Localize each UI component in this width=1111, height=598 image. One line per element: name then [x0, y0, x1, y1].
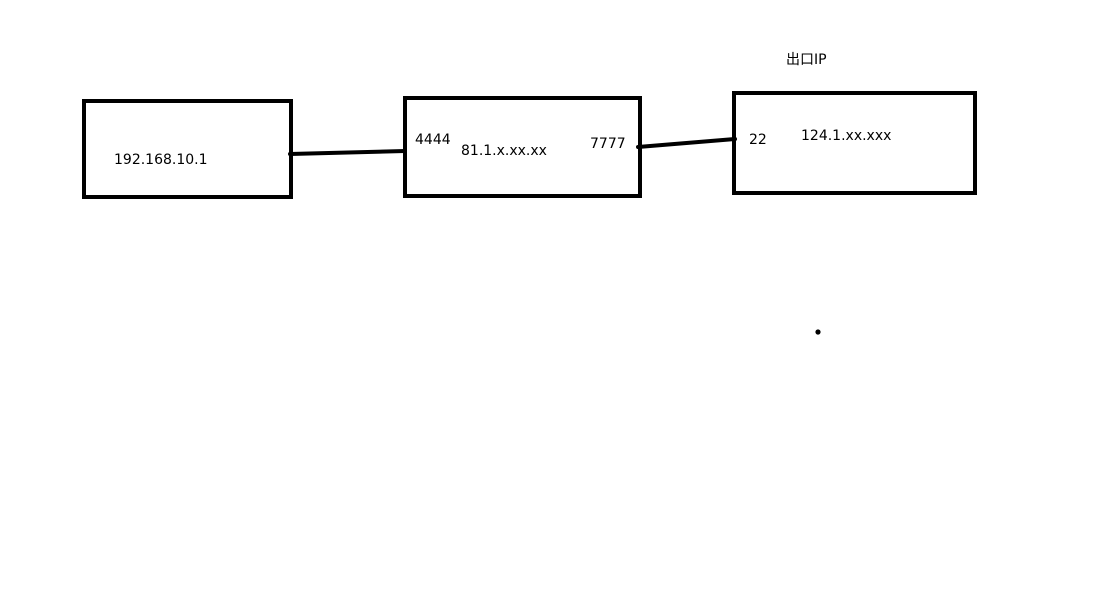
stray-dot	[815, 329, 821, 335]
link-middle-to-right	[636, 137, 737, 149]
node-box-left	[82, 99, 293, 199]
node-box-right	[732, 91, 977, 195]
link-left-to-middle	[288, 149, 407, 156]
node-middle-ip: 81.1.x.xx.xx	[461, 143, 547, 159]
node-right-header-label: 出口IP	[786, 52, 827, 68]
node-right-port-in: 22	[749, 132, 767, 148]
node-left-ip: 192.168.10.1	[114, 152, 208, 168]
node-middle-port-out: 7777	[590, 136, 626, 152]
node-box-middle	[403, 96, 642, 198]
node-right-ip: 124.1.xx.xxx	[801, 128, 892, 144]
node-middle-port-in: 4444	[415, 132, 451, 148]
